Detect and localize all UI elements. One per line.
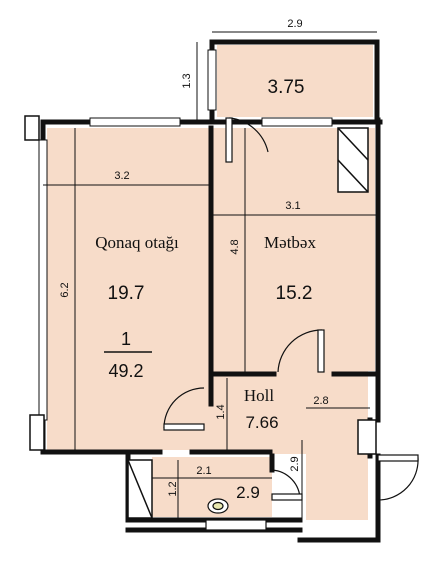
dim-hall-width: 2.8 <box>313 395 328 407</box>
window-living-top <box>89 117 181 127</box>
ventilation-shaft-icon-2 <box>337 159 369 193</box>
dim-living-depth: 6.2 <box>59 282 71 297</box>
doors <box>163 117 419 501</box>
dim-balcony-depth: 1.3 <box>181 73 193 88</box>
door-swing-icon-kitchen-hall <box>277 329 323 373</box>
ventilation-shaft-icon <box>337 127 369 161</box>
floor-fills <box>47 45 375 520</box>
hall-name: Holl <box>244 386 275 405</box>
sink-icon <box>205 519 267 531</box>
door-leaf-kitchen-balcony <box>225 117 233 163</box>
hall-area: 7.66 <box>245 413 278 432</box>
living-room-area: 19.7 <box>108 283 145 304</box>
door-leaf-entrance <box>377 454 419 462</box>
window-living-left <box>38 139 48 421</box>
dim-living-width: 3.2 <box>114 170 129 182</box>
window-kitchen-top <box>261 117 333 127</box>
dim-hall-depth: 1.4 <box>215 404 227 419</box>
living-room-name: Qonaq otağı <box>95 233 179 252</box>
living-room-floor <box>47 128 211 450</box>
rooms-count: 1 <box>121 329 131 349</box>
dim-kitchen-depth: 4.8 <box>229 239 241 254</box>
column-right <box>357 419 377 455</box>
door-swing-icon-entrance <box>377 457 419 501</box>
window-balcony-left <box>207 49 217 111</box>
total-area: 49.2 <box>108 361 143 381</box>
door-leaf-bathroom <box>271 493 303 501</box>
toilet-bowl-inner <box>212 501 224 511</box>
balcony-area: 3.75 <box>268 77 305 98</box>
fixtures <box>205 498 267 531</box>
kitchen-area: 15.2 <box>276 283 313 304</box>
door-swing-icon-living-hall <box>163 387 205 429</box>
balcony-floor <box>217 45 373 117</box>
door-leaf-living-hall <box>163 423 205 431</box>
dim-bath-width: 2.1 <box>196 465 211 477</box>
columns <box>24 115 377 519</box>
ventilation-shaft <box>337 127 369 193</box>
kitchen-name: Mətbəx <box>264 233 316 252</box>
door-leaf-kitchen-hall <box>317 329 325 373</box>
dim-kitchen-width: 3.1 <box>285 200 300 212</box>
bath-area: 2.9 <box>236 483 260 502</box>
dim-balcony-width: 2.9 <box>287 18 302 30</box>
dim-bath-depth: 1.2 <box>167 481 179 496</box>
dim-bath-side: 2.9 <box>289 456 301 471</box>
dimension-lines <box>43 31 378 520</box>
bath-shaft-icon <box>127 459 153 519</box>
column-top-left <box>24 115 40 141</box>
labels: 2.9 1.3 3.2 3.1 4.8 6.2 2.8 1.4 2.1 1.2 … <box>59 18 329 502</box>
column-bottom-left <box>29 414 45 451</box>
